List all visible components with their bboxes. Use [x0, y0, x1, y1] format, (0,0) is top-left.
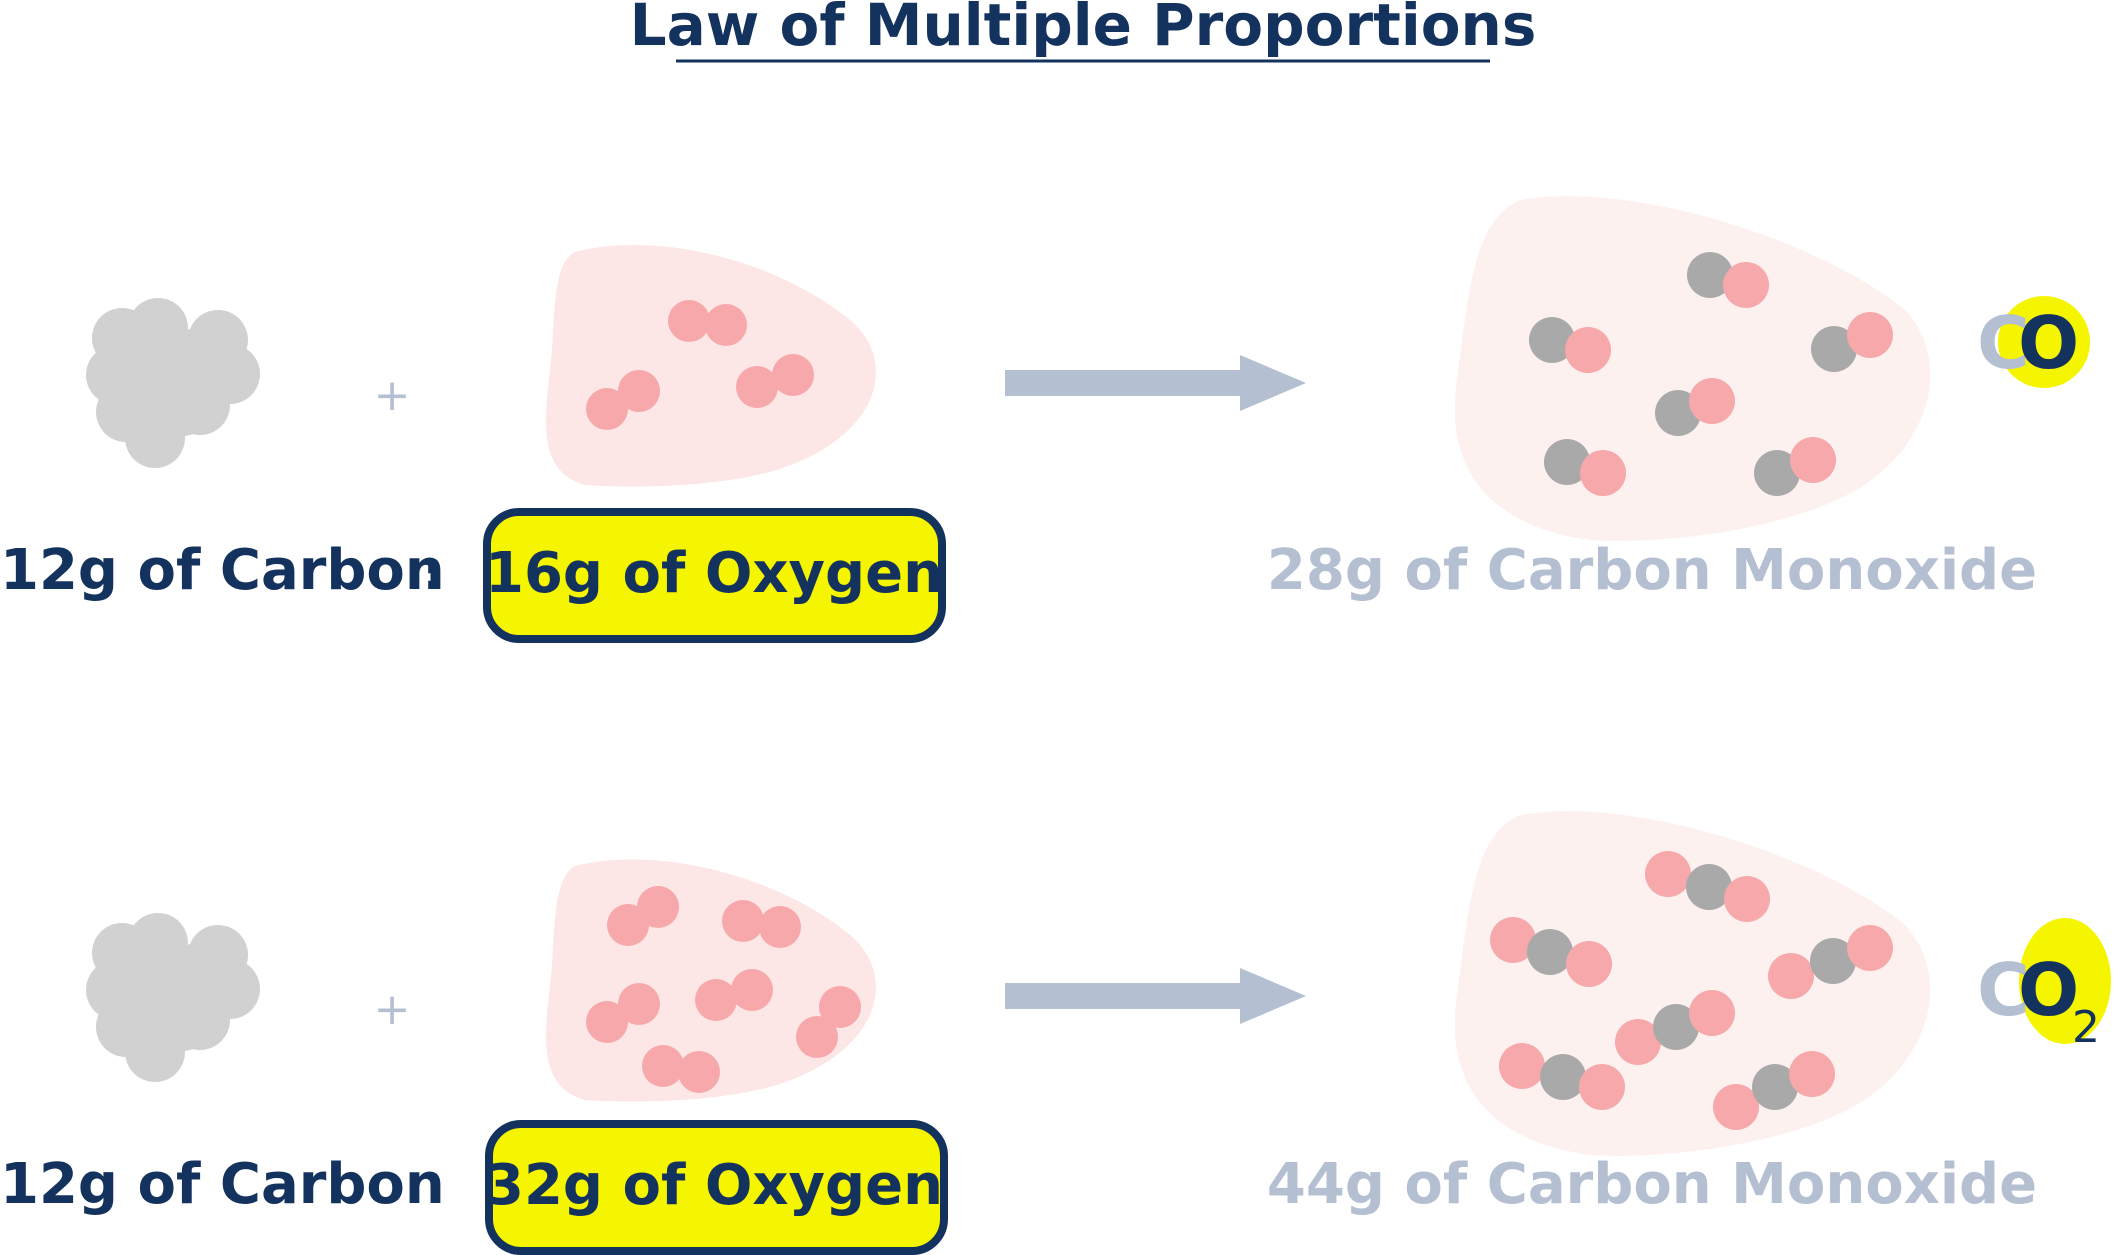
- formula-subscript-2: 2: [2072, 1002, 2100, 1053]
- product-label-2: 44g of Carbon Monoxide: [1267, 1152, 2037, 1217]
- carbon-cluster-2: [86, 913, 260, 1082]
- diagram-title: Law of Multiple Proportions: [630, 0, 1537, 59]
- oxygen-label-box-2: 32g of Oxygen: [485, 1120, 948, 1255]
- formula-o-2: O: [2018, 948, 2079, 1032]
- reaction-row-2: + C O 2 12g of: [0, 811, 2111, 1255]
- formula-co: C O: [1977, 296, 2090, 388]
- carbon-label-1: 12g of Carbon: [0, 538, 445, 603]
- formula-o-1: O: [2018, 301, 2079, 385]
- reaction-arrow-2: [1005, 968, 1306, 1024]
- ratio-separator-2: :: [426, 1163, 444, 1214]
- product-sample-1: [1454, 196, 1931, 541]
- oxygen-sample-2: [545, 859, 876, 1102]
- oxygen-label-2: 32g of Oxygen: [485, 1153, 943, 1218]
- formula-co2: C O 2: [1977, 918, 2111, 1053]
- formula-c-1: C: [1977, 301, 2030, 385]
- product-label-1: 28g of Carbon Monoxide: [1267, 538, 2037, 603]
- oxygen-label-box-1: 16g of Oxygen: [483, 508, 946, 643]
- carbon-label-2: 12g of Carbon: [0, 1152, 445, 1217]
- carbon-cluster-1: [86, 298, 260, 468]
- formula-c-2: C: [1977, 948, 2030, 1032]
- plus-sign-1: +: [374, 370, 411, 421]
- oxygen-sample-1: [545, 245, 876, 487]
- formula-highlight-1: [1998, 296, 2090, 388]
- reaction-arrow-1: [1005, 355, 1306, 411]
- reaction-row-1: + C O 12g of Carbon: [0, 196, 2090, 643]
- formula-highlight-2: [2019, 918, 2111, 1044]
- ratio-separator-1: :: [423, 549, 441, 600]
- plus-sign-2: +: [374, 984, 411, 1035]
- oxygen-label-1: 16g of Oxygen: [485, 541, 943, 606]
- product-sample-2: [1454, 811, 1931, 1156]
